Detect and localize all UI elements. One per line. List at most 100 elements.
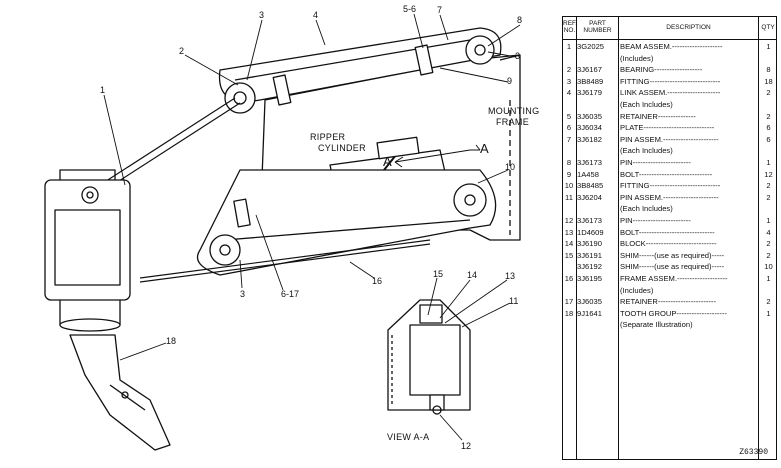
ref-cell: 12 bbox=[564, 216, 574, 225]
view-a-a-detail bbox=[387, 299, 471, 415]
description-cell: PIN----------------------- bbox=[620, 216, 691, 225]
ref-cell: 16 bbox=[564, 274, 574, 283]
callout-14: 14 bbox=[467, 270, 477, 280]
qty-cell: 2 bbox=[766, 111, 771, 121]
description-cell: BOLT------------------------------ bbox=[620, 227, 715, 237]
ref-cell: 17 bbox=[564, 297, 574, 307]
header-qty: QTY bbox=[761, 24, 775, 31]
description-cell: BEARING------------------- bbox=[620, 65, 703, 75]
part-number-cell: 3G2025 bbox=[577, 42, 605, 51]
description-cell: FITTING---------------------------- bbox=[620, 181, 721, 191]
qty-cell: 2 bbox=[766, 181, 771, 191]
callout-12: 12 bbox=[461, 441, 471, 451]
callout-10: 10 bbox=[505, 162, 515, 172]
section-marker-a: A bbox=[383, 154, 392, 169]
ripper-tooth bbox=[69, 334, 171, 451]
description-cell: PLATE---------------------------- bbox=[620, 123, 715, 133]
ref-cell: 14 bbox=[564, 239, 574, 249]
shank-holder bbox=[44, 169, 131, 332]
part-number-cell: 9J1641 bbox=[577, 308, 602, 318]
description-cell: (Each Includes) bbox=[620, 204, 673, 214]
ref-cell: 15 bbox=[564, 250, 574, 260]
description-cell: LINK ASSEM.--------------------- bbox=[620, 88, 721, 98]
callout-3: 3 bbox=[259, 10, 264, 20]
part-number-cell: 3J6192 bbox=[577, 262, 602, 272]
view-a-a-label: VIEW A-A bbox=[387, 432, 429, 442]
part-number-cell: 3J6173 bbox=[577, 158, 602, 167]
qty-cell: 18 bbox=[764, 76, 773, 86]
description-cell: PIN ASSEM.---------------------- bbox=[620, 134, 719, 144]
callout-9: 9 bbox=[507, 76, 512, 86]
part-number-cell: 3J6035 bbox=[577, 297, 602, 307]
ref-cell: 5 bbox=[566, 111, 572, 121]
ref-cell: 4 bbox=[566, 88, 572, 98]
ref-cell: 2 bbox=[566, 65, 572, 75]
description-cell: (Each Includes) bbox=[620, 100, 673, 109]
description-cell: BLOCK---------------------------- bbox=[620, 239, 717, 249]
part-number-cell: 3J6190 bbox=[577, 239, 602, 249]
ref-cell: 13 bbox=[564, 227, 574, 237]
table-row: (Each Includes) bbox=[563, 100, 776, 110]
qty-cell: 1 bbox=[766, 216, 771, 225]
description-cell: (Each Includes) bbox=[620, 146, 673, 156]
ref-cell: 1 bbox=[566, 42, 572, 51]
part-number-cell: 3J6167 bbox=[577, 65, 602, 75]
table-row: (Includes) bbox=[563, 54, 776, 64]
part-number-cell: 3J6195 bbox=[577, 274, 602, 283]
qty-cell: 8 bbox=[766, 65, 771, 75]
document-number: Z63390 bbox=[739, 448, 768, 457]
qty-cell: 2 bbox=[766, 88, 771, 98]
part-number-cell: 3J6035 bbox=[577, 111, 602, 121]
callout-7: 7 bbox=[437, 5, 442, 15]
callout-3: 3 bbox=[515, 51, 520, 61]
ripper-cylinder-label: CYLINDER bbox=[318, 143, 366, 153]
qty-cell: 12 bbox=[764, 169, 773, 179]
table-row: 6 3J6034 PLATE----------------------------… bbox=[563, 123, 776, 133]
callout-13: 13 bbox=[505, 271, 515, 281]
lower-frame bbox=[196, 169, 497, 276]
part-number-cell: 3J6204 bbox=[577, 192, 602, 202]
section-marker-a: A bbox=[480, 141, 489, 156]
part-number-cell: 3J6173 bbox=[577, 216, 602, 225]
upper-beam bbox=[218, 27, 502, 114]
ripper-exploded-illustration: 1 2 3 4 5-6 7 8 3 9 10 3 6-17 16 18 15 1… bbox=[44, 4, 539, 451]
description-cell: (Includes) bbox=[620, 285, 654, 295]
table-row: 5 3J6035 RETAINER--------------- 2 bbox=[563, 112, 776, 122]
description-cell: SHIM------(use as required)----- bbox=[620, 250, 725, 260]
description-cell: (Separate Illustration) bbox=[620, 320, 693, 330]
part-number-cell: 3J6034 bbox=[577, 123, 602, 133]
description-cell: SHIM------(use as required)----- bbox=[620, 262, 725, 272]
qty-cell: 2 bbox=[766, 239, 771, 249]
callout-4: 4 bbox=[313, 10, 318, 20]
qty-cell: 6 bbox=[766, 134, 771, 144]
qty-cell: 2 bbox=[766, 192, 771, 202]
part-number-cell: 1D4609 bbox=[577, 227, 604, 237]
callout-11: 11 bbox=[509, 296, 518, 306]
qty-cell: 1 bbox=[766, 158, 771, 167]
description-cell: FRAME ASSEM.-------------------- bbox=[620, 274, 728, 283]
table-row: 2 3J6167 BEARING------------------- 8 bbox=[563, 65, 776, 75]
table-row: (Includes) bbox=[563, 286, 776, 296]
qty-cell: 6 bbox=[766, 123, 771, 133]
description-cell: TOOTH GROUP-------------------- bbox=[620, 308, 727, 318]
description-cell: PIN----------------------- bbox=[620, 158, 691, 167]
description-cell: RETAINER--------------- bbox=[620, 111, 696, 121]
callout-8: 8 bbox=[517, 15, 522, 25]
description-cell: RETAINER----------------------- bbox=[620, 297, 716, 307]
part-number-cell: 3B8485 bbox=[577, 181, 604, 191]
description-cell: BEAM ASSEM.-------------------- bbox=[620, 42, 723, 51]
header-ref-no: REF. NO. bbox=[563, 20, 578, 34]
callout-1: 1 bbox=[100, 85, 105, 95]
mounting-frame-label: MOUNTING bbox=[488, 106, 539, 116]
part-number-cell: 3J6191 bbox=[577, 250, 602, 260]
